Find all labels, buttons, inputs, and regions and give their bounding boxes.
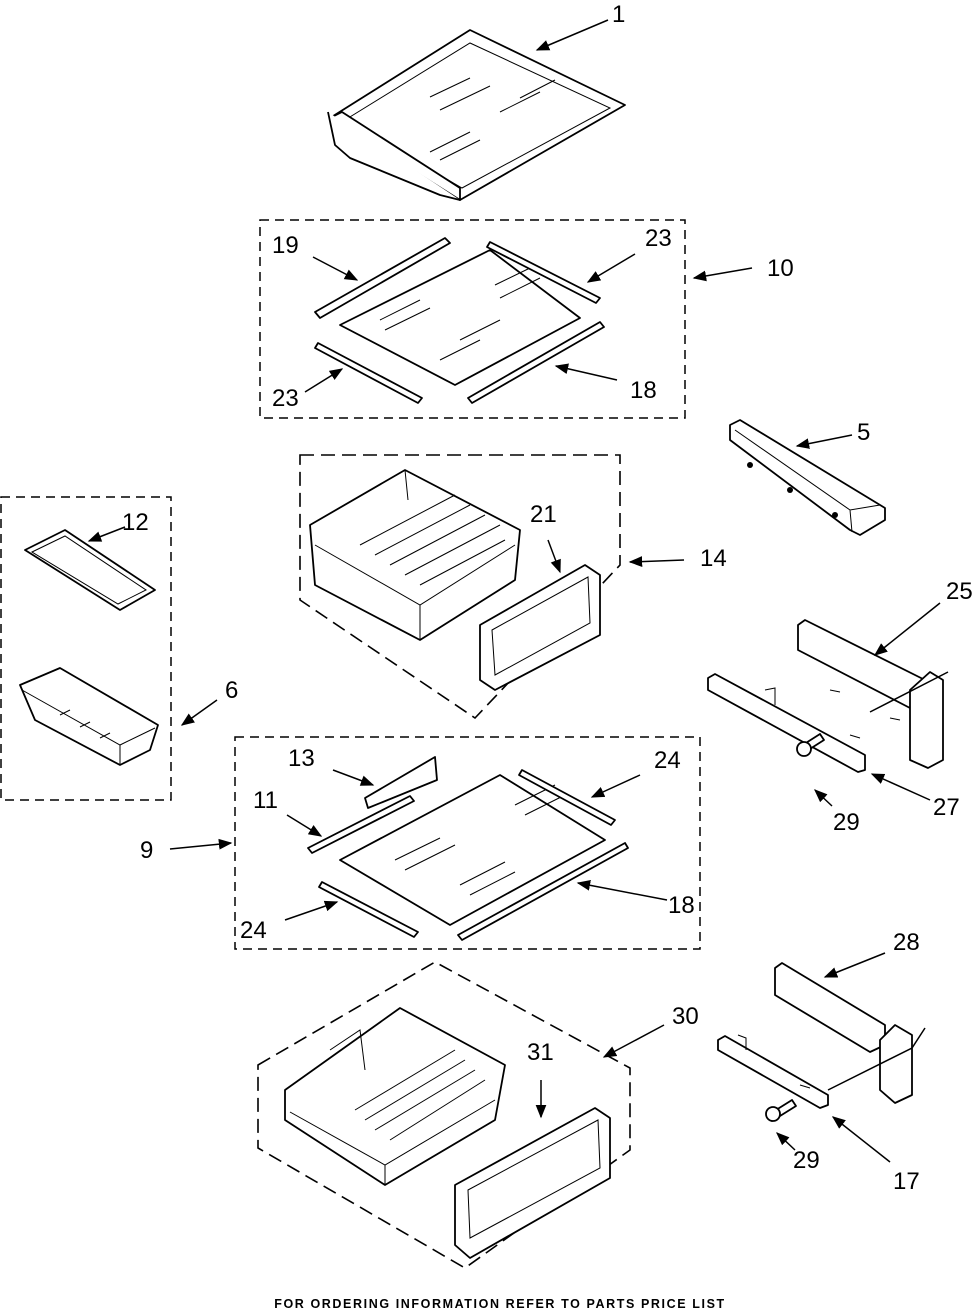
callout-25: 25 bbox=[946, 578, 973, 605]
callout-18-upper: 18 bbox=[630, 377, 657, 404]
callout-29-upper: 29 bbox=[833, 809, 860, 836]
part-5-rail bbox=[729, 419, 886, 536]
part-1-top-shelf bbox=[327, 29, 626, 201]
group-30-box bbox=[257, 961, 631, 1269]
part-28-rail-assembly bbox=[717, 962, 926, 1109]
callout-24-upper: 24 bbox=[654, 747, 681, 774]
part-24-trim-right bbox=[518, 769, 616, 826]
part-10-glass-shelf bbox=[314, 237, 605, 404]
callout-18-lower: 18 bbox=[668, 892, 695, 919]
part-23-trim-left bbox=[314, 342, 423, 404]
part-31-drawer-front bbox=[454, 1107, 611, 1259]
callout-21: 21 bbox=[530, 501, 557, 528]
part-23-trim-right bbox=[486, 241, 601, 304]
callout-13: 13 bbox=[288, 745, 315, 772]
callout-19: 19 bbox=[272, 232, 299, 259]
callout-29-lower: 29 bbox=[793, 1147, 820, 1174]
callout-9: 9 bbox=[140, 837, 153, 864]
part-25-rail-assembly bbox=[707, 619, 949, 773]
group-6-box bbox=[0, 496, 172, 801]
callout-labels: 1 19 23 10 23 18 5 21 14 12 25 6 13 24 1… bbox=[122, 1, 973, 1195]
part-13-trim bbox=[364, 756, 438, 809]
part-12-lid bbox=[24, 529, 156, 611]
callout-31: 31 bbox=[527, 1039, 554, 1066]
callout-14: 14 bbox=[700, 545, 727, 572]
group-9-box bbox=[234, 736, 701, 950]
callout-23-lower: 23 bbox=[272, 385, 299, 412]
leader-lines bbox=[87, 19, 941, 1163]
screw-icon-upper bbox=[796, 733, 825, 757]
callout-28: 28 bbox=[893, 929, 920, 956]
part-21-drawer-front bbox=[479, 564, 601, 691]
part-24-trim-left bbox=[318, 881, 419, 938]
callout-30: 30 bbox=[672, 1003, 699, 1030]
part-30-drawer bbox=[284, 1007, 611, 1259]
footer-ordering-note: FOR ORDERING INFORMATION REFER TO PARTS … bbox=[274, 1297, 726, 1311]
callout-11: 11 bbox=[253, 787, 278, 814]
part-6-bin bbox=[19, 667, 159, 766]
callout-1: 1 bbox=[612, 1, 625, 28]
callout-10: 10 bbox=[767, 255, 794, 282]
part-9-glass-shelf bbox=[307, 756, 629, 941]
callout-23-upper: 23 bbox=[645, 225, 672, 252]
screw-icon-lower bbox=[765, 1099, 797, 1122]
part-14-crisper-drawer bbox=[309, 469, 601, 691]
callout-17: 17 bbox=[893, 1168, 920, 1195]
part-19-trim bbox=[314, 237, 451, 319]
callout-12: 12 bbox=[122, 509, 149, 536]
part-11-trim bbox=[307, 795, 415, 854]
group-10-box bbox=[259, 219, 686, 419]
callout-6: 6 bbox=[225, 677, 238, 704]
callout-5: 5 bbox=[857, 419, 870, 446]
callout-27: 27 bbox=[933, 794, 960, 821]
part-18-trim bbox=[467, 321, 605, 404]
callout-24-lower: 24 bbox=[240, 917, 267, 944]
part-18-trim-lower bbox=[457, 842, 629, 941]
